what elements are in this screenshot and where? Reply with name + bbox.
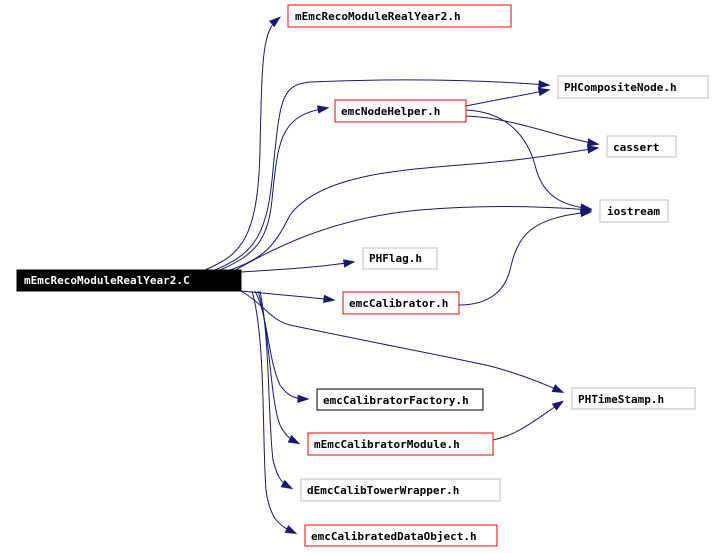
edge-line xyxy=(231,206,591,273)
edges-layer xyxy=(204,16,600,535)
node-box xyxy=(557,75,709,99)
node-box xyxy=(571,387,696,410)
edge-arrowhead xyxy=(268,16,281,28)
edge-arrowhead xyxy=(287,434,301,445)
edge-root-to-n7 xyxy=(240,290,336,304)
edge-root-to-n6 xyxy=(240,259,356,273)
edge-n3-to-n5 xyxy=(465,109,593,212)
root-node-label: mEmcRecoModuleRealYear2.C xyxy=(24,274,190,287)
node-cassert[interactable]: cassert xyxy=(606,135,677,158)
node-box xyxy=(342,291,460,315)
edge-n10-to-n8 xyxy=(492,400,565,441)
node-label: mEmcRecoModuleRealYear2.h xyxy=(295,10,461,23)
edge-arrowhead xyxy=(284,525,298,535)
node-box xyxy=(334,99,467,123)
edge-arrowhead xyxy=(323,294,336,304)
node-memccalibratormodule-h[interactable]: mEmcCalibratorModule.h xyxy=(307,432,494,456)
node-label: PHFlag.h xyxy=(369,252,422,265)
nodes-layer: mEmcRecoModuleRealYear2.C mEmcRecoModule… xyxy=(16,4,709,547)
node-emccalibratorfactory-h[interactable]: emcCalibratorFactory.h xyxy=(316,388,484,411)
edge-line xyxy=(465,109,591,210)
edge-arrowhead xyxy=(580,203,593,212)
edge-arrowhead xyxy=(580,208,593,218)
node-box xyxy=(316,388,484,411)
node-phcompositenode-h[interactable]: PHCompositeNode.h xyxy=(557,75,709,99)
edge-line xyxy=(251,290,296,534)
edge-line xyxy=(458,211,591,306)
edge-arrowhead xyxy=(280,479,294,490)
edge-line xyxy=(204,17,280,271)
edge-arrowhead xyxy=(297,394,310,403)
edge-line xyxy=(465,115,598,145)
edge-n7-to-n5 xyxy=(458,208,593,306)
edge-root-to-n2 xyxy=(214,79,551,271)
edge-line xyxy=(229,147,598,271)
edge-arrowhead xyxy=(537,87,551,97)
edge-n3-to-n4 xyxy=(465,115,600,147)
edge-line xyxy=(492,401,563,441)
node-memcrecomodulerealyear2-h[interactable]: mEmcRecoModuleRealYear2.h xyxy=(287,4,512,28)
node-label: PHTimeStamp.h xyxy=(578,393,664,406)
edge-root-to-n10 xyxy=(257,290,301,445)
edge-arrowhead xyxy=(551,384,565,394)
edge-n3-to-n2 xyxy=(465,87,551,107)
node-box xyxy=(300,478,501,502)
edge-line xyxy=(259,290,292,489)
edge-line xyxy=(240,290,563,393)
node-label: emcNodeHelper.h xyxy=(341,105,440,118)
edge-root-to-n8 xyxy=(240,290,565,394)
edge-arrowhead xyxy=(586,138,600,147)
edge-arrowhead xyxy=(551,400,565,411)
node-emccalibrator-h[interactable]: emcCalibrator.h xyxy=(342,291,460,315)
node-label: emcCalibratorFactory.h xyxy=(323,394,469,407)
edge-root-to-n1 xyxy=(204,16,281,271)
node-emccalibrateddataobject-h[interactable]: emcCalibratedDataObject.h xyxy=(304,524,498,547)
edge-line xyxy=(465,89,549,107)
node-demccalibtowerwrapper-h[interactable]: dEmcCalibTowerWrapper.h xyxy=(300,478,501,502)
edge-arrowhead xyxy=(587,145,600,154)
edge-root-to-n4 xyxy=(229,145,600,271)
node-iostream[interactable]: iostream xyxy=(599,199,669,223)
edge-root-to-n12 xyxy=(251,290,298,535)
node-box xyxy=(287,4,512,28)
node-label: dEmcCalibTowerWrapper.h xyxy=(307,484,459,497)
node-label: iostream xyxy=(607,205,660,218)
node-box xyxy=(362,247,438,270)
node-label: PHCompositeNode.h xyxy=(564,81,677,94)
node-emcnodehelper-h[interactable]: emcNodeHelper.h xyxy=(334,99,467,123)
edge-line xyxy=(240,261,354,273)
edge-line xyxy=(214,79,549,271)
node-box xyxy=(599,199,669,223)
node-box xyxy=(304,524,498,547)
root-node[interactable]: mEmcRecoModuleRealYear2.C xyxy=(16,269,242,292)
node-box xyxy=(307,432,494,456)
edge-arrowhead xyxy=(538,80,551,89)
edge-arrowhead xyxy=(343,259,356,268)
node-label: emcCalibratedDataObject.h xyxy=(311,530,477,543)
node-label: mEmcCalibratorModule.h xyxy=(314,438,460,451)
edge-line xyxy=(219,107,328,271)
root-node-box xyxy=(16,269,242,292)
node-phflag-h[interactable]: PHFlag.h xyxy=(362,247,438,270)
edge-line xyxy=(240,290,334,301)
edge-arrowhead xyxy=(316,105,330,114)
edge-root-to-n3 xyxy=(219,105,330,271)
node-label: emcCalibrator.h xyxy=(349,297,448,310)
node-box xyxy=(606,135,677,158)
edge-root-to-n11 xyxy=(259,290,294,490)
node-phtimestamp-h[interactable]: PHTimeStamp.h xyxy=(571,387,696,410)
node-label: cassert xyxy=(613,141,659,154)
